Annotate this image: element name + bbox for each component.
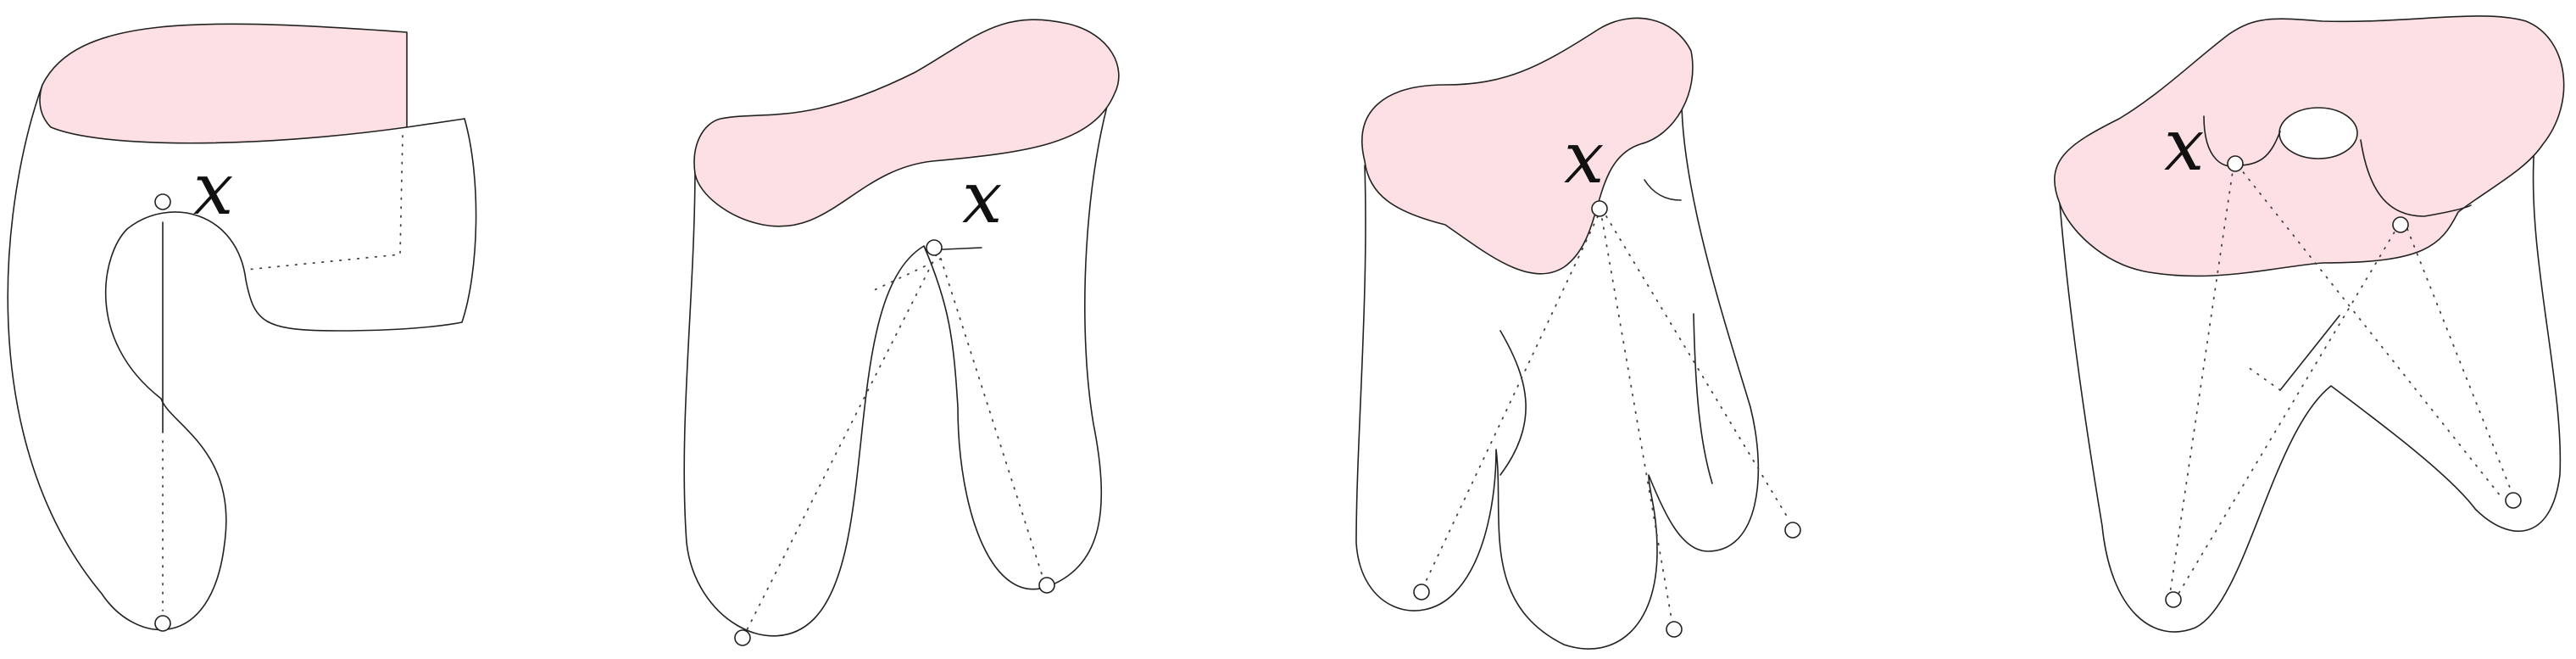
- bottom-point-circle: [154, 615, 171, 632]
- figure-1: x: [0, 0, 509, 659]
- figure-1-drawing: x: [7, 23, 477, 632]
- dotted-line-short: [2244, 364, 2281, 391]
- dotted-line-3: [2178, 224, 2400, 595]
- point-label: x: [962, 156, 1002, 239]
- inner-dotted-path: [245, 135, 403, 271]
- inner-crease: [1499, 330, 1527, 476]
- face-point-circle: [2227, 155, 2244, 172]
- figure-4: x: [2051, 0, 2576, 659]
- pink-face: [693, 19, 1120, 227]
- face-point-circle-2: [2392, 216, 2409, 233]
- top-point-circle: [926, 239, 943, 256]
- top-point-circle: [1591, 200, 1608, 217]
- top-point-circle: [154, 193, 171, 210]
- left-point-circle: [734, 629, 751, 646]
- hole: [2278, 107, 2358, 159]
- dotted-line-3: [1605, 215, 1789, 520]
- point-circle-2: [1666, 621, 1683, 638]
- figure-2: x: [670, 0, 1144, 659]
- body-outline: [2059, 143, 2562, 633]
- dotted-line-4: [2406, 228, 2514, 497]
- dotted-line-left: [745, 254, 937, 633]
- inner-ridge: [2279, 315, 2340, 391]
- pink-face: [1361, 17, 1694, 275]
- face-inner-edge: [1644, 179, 1682, 201]
- point-label: x: [1564, 116, 1604, 199]
- dotted-line-1: [2169, 165, 2234, 595]
- face-crease-right: [2360, 139, 2472, 217]
- body-outline: [1355, 75, 1760, 650]
- inner-crease-right: [1693, 313, 1713, 484]
- dotted-line-2: [1601, 218, 1672, 620]
- point-circle-1: [1413, 584, 1430, 600]
- point-label: x: [2164, 103, 2204, 187]
- body-outline: [7, 84, 477, 631]
- figure-3-drawing: x: [1355, 17, 1801, 650]
- body-outline: [683, 80, 1116, 637]
- figure-3: x: [1352, 0, 1861, 659]
- dotted-line-right: [940, 258, 1043, 578]
- point-label: x: [193, 148, 233, 231]
- figure-2-drawing: x: [683, 19, 1120, 646]
- face-back-edge: [406, 118, 465, 128]
- point-circle-1: [2165, 591, 2182, 608]
- point-circle-3: [1784, 522, 1801, 539]
- dotted-line-1: [1423, 215, 1599, 586]
- right-point-circle: [1038, 577, 1055, 594]
- point-circle-2: [2505, 492, 2522, 509]
- figure-4-drawing: x: [2054, 15, 2565, 633]
- pink-face: [39, 23, 408, 144]
